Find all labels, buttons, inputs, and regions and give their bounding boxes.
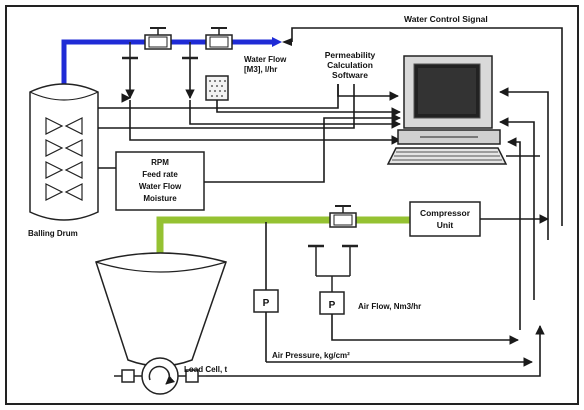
process-parameters-box: RPM Feed rate Water Flow Moisture	[115, 151, 205, 211]
air-flow-taps	[308, 244, 358, 292]
water-valve-1	[144, 27, 172, 50]
water-flow-param-label: Water Flow	[139, 182, 182, 191]
right-wire-1	[499, 87, 549, 240]
load-cell-label: Load Cell, t	[184, 365, 227, 374]
air-valve	[329, 205, 357, 228]
balling-drum	[29, 83, 99, 221]
software-label-line1: Permeability	[325, 50, 376, 60]
compressor-label-line1: Compressor	[420, 208, 471, 218]
feed-rate-label: Feed rate	[142, 170, 178, 179]
load-cell-signal	[206, 325, 545, 377]
water-valve-2	[205, 27, 233, 50]
software-label-line2: Calculation	[327, 60, 373, 70]
right-wire-3	[507, 137, 521, 330]
water-flow-label: Water Flow	[244, 55, 287, 64]
moisture-label: Moisture	[143, 194, 177, 203]
drum-wire-to-computer-1	[337, 84, 399, 101]
balling-drum-label: Balling Drum	[28, 229, 78, 238]
pressure-gauge-1: P	[253, 289, 279, 313]
right-wire-2	[499, 117, 535, 300]
diagram-frame	[5, 5, 579, 405]
water-tap-2	[182, 42, 198, 99]
computer-icon	[386, 55, 508, 165]
pressure-gauge-2: P	[319, 291, 345, 315]
water-control-signal-line	[291, 27, 563, 226]
tap2-to-software	[189, 100, 401, 129]
params-to-software	[204, 113, 401, 183]
tap1-to-software	[129, 100, 401, 145]
water-tap-1	[122, 42, 138, 99]
water-flow-meter	[205, 75, 229, 101]
compressor-label-line2: Unit	[437, 220, 454, 230]
air-flow-signal	[331, 314, 519, 345]
load-cell	[114, 357, 206, 395]
pressure-gauge-1-label: P	[263, 298, 270, 309]
compressor-unit: Compressor Unit	[409, 201, 481, 237]
water-control-signal-label: Water Control Signal	[404, 14, 488, 24]
software-label-line3: Software	[332, 70, 368, 80]
rpm-label: RPM	[151, 158, 169, 167]
air-pressure-label: Air Pressure, kg/cm²	[272, 351, 350, 360]
air-flow-label: Air Flow, Nm3/hr	[358, 302, 421, 311]
permeability-pot	[95, 252, 227, 367]
meter-to-software	[216, 100, 401, 117]
drum-signal-wire-2	[98, 84, 355, 129]
water-flow-unit-label: [M3], l/hr	[244, 65, 277, 74]
pressure-gauge-2-label: P	[329, 300, 336, 311]
